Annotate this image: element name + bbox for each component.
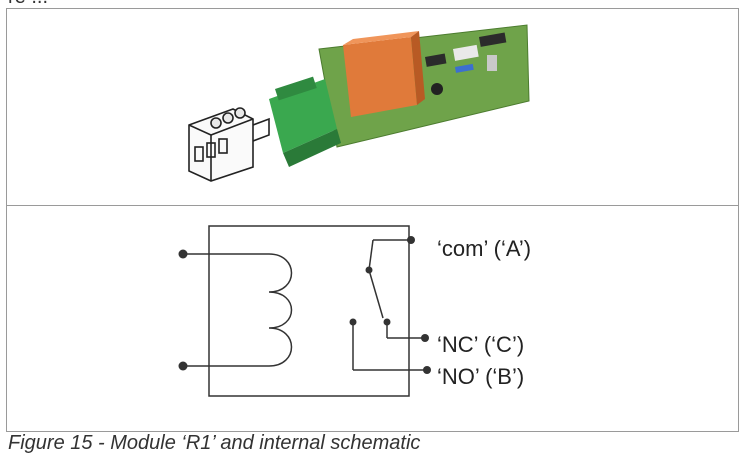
no-terminal	[423, 366, 431, 374]
schematic-cell: ‘com’ (‘A’) ‘NC’ (‘C’) ‘NO’ (‘B’)	[7, 206, 738, 433]
figure-caption: Figure 15 - Module ‘R1’ and internal sch…	[8, 432, 421, 454]
com-pivot	[365, 266, 373, 274]
nc-pivot	[383, 318, 391, 326]
relay-module-photo	[269, 24, 530, 167]
no-label: ‘NO’ (‘B’)	[437, 364, 524, 389]
nc-contact	[386, 322, 425, 339]
coil-terminal-top	[178, 249, 188, 259]
figure-table: ‘com’ (‘A’) ‘NC’ (‘C’) ‘NO’ (‘B’)	[6, 8, 739, 432]
com-terminal	[407, 236, 415, 244]
relay-body-outline	[208, 225, 410, 397]
coil-symbol	[268, 253, 293, 367]
coil-wires	[183, 253, 269, 367]
nc-label: ‘NC’ (‘C’)	[437, 332, 524, 357]
module-photo-cell	[7, 9, 738, 206]
no-contact	[352, 322, 427, 371]
terminal-block-drawing	[188, 107, 270, 182]
com-contact	[368, 239, 411, 319]
com-label: ‘com’ (‘A’)	[437, 236, 531, 261]
coil-terminal-bottom	[178, 361, 188, 371]
nc-terminal	[421, 334, 429, 342]
module-photo	[188, 24, 530, 182]
cut-off-text: re ...	[8, 0, 48, 9]
relay-schematic: ‘com’ (‘A’) ‘NC’ (‘C’) ‘NO’ (‘B’)	[178, 225, 531, 397]
no-pivot	[349, 318, 357, 326]
